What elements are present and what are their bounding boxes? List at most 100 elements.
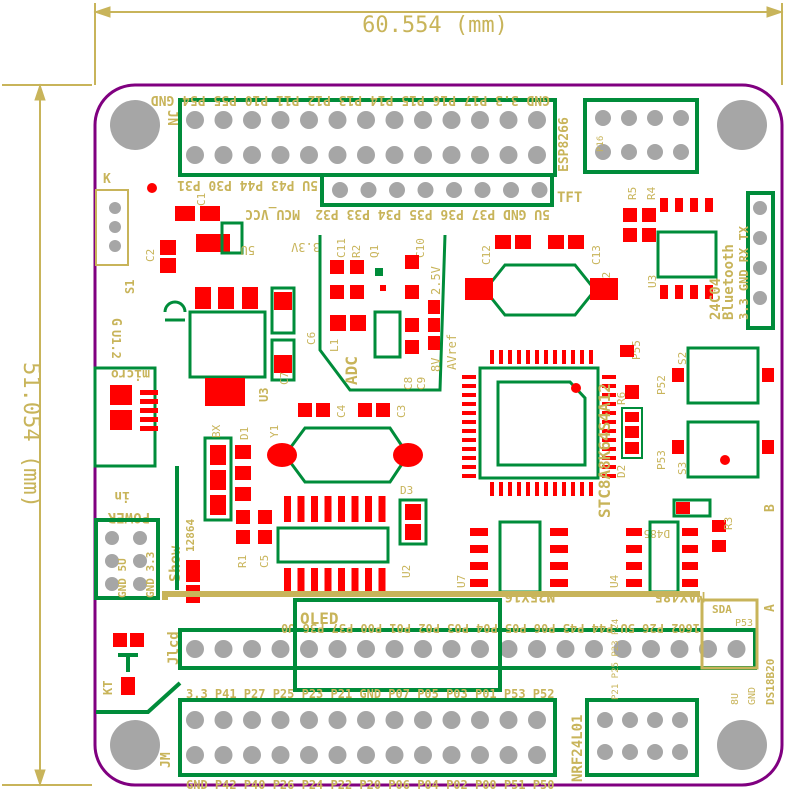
mcu-pad [602, 429, 616, 433]
label-aveef: AVref [445, 334, 459, 370]
label-v5: 5U [241, 243, 255, 257]
header-pin [528, 640, 546, 658]
mcu-pad [490, 350, 494, 364]
mount-hole-tr [717, 100, 767, 150]
label-s3: S3 [676, 462, 689, 475]
header-pin [595, 110, 611, 126]
label-oled: OLED [300, 609, 339, 628]
header-bluetooth [746, 191, 775, 330]
header-tft-row: 5U GND P37 P36 P35 P34 P33 P32 [315, 206, 550, 221]
header-pin [613, 640, 632, 658]
header-pin [642, 640, 660, 658]
label-u3b: U3 [646, 275, 659, 288]
eeprom-24c04 [656, 198, 718, 299]
u2-pad [338, 496, 345, 522]
header-pin [357, 746, 375, 764]
u2-pad [365, 568, 372, 594]
mcu-pad [544, 482, 548, 496]
switch-s2 [672, 346, 774, 405]
header-pin [332, 182, 348, 198]
header-pin [595, 144, 611, 160]
label-u7: U7 [455, 575, 468, 588]
header-pin [442, 711, 461, 729]
header-pin [271, 711, 290, 729]
header-pin [186, 746, 204, 764]
label-r6: R6 [615, 392, 628, 405]
u2-pad [284, 496, 291, 522]
mcu-pad [602, 438, 616, 442]
header-power [94, 518, 160, 600]
header-pin [417, 182, 434, 198]
mcu-pad [462, 411, 476, 415]
header-pin [673, 144, 689, 160]
header-pin [414, 146, 432, 164]
label-r3: R3 [722, 517, 735, 530]
header-pin [357, 146, 375, 164]
u2-pad [338, 568, 345, 594]
header-jm-top-row: 3.3 P41 P27 P25 P23 P21 GND P07 P05 P03 … [186, 687, 554, 701]
mcu-pad [562, 482, 566, 496]
u2-pad [297, 496, 305, 522]
mcu-pad [544, 350, 548, 364]
mcu-chip [462, 350, 616, 496]
mcu-pad [602, 465, 616, 469]
label-c11: C11 [335, 238, 348, 258]
dimension-width-label: 60.554 (mm) [362, 13, 508, 38]
u2-pad [324, 496, 332, 522]
label-p53b: P53 [655, 450, 668, 470]
header-pin [214, 746, 233, 764]
label-c8: C8 [402, 377, 415, 390]
label-c3: C3 [395, 405, 408, 418]
header-jn-top-row: GND 3.3 P17 P16 P15 P14 P13 P12 P11 P10 … [151, 92, 550, 107]
header-jlcd-row: 1602 P26 5U P44 P43 P06 P05 P04 P03 P02 … [281, 621, 700, 635]
label-u2: U2 [400, 565, 413, 578]
label-v25: 2.5V [429, 266, 443, 295]
mcu-pad [602, 474, 616, 478]
label-micro: micro [111, 366, 150, 381]
header-pin [556, 640, 575, 658]
header-pin [271, 746, 290, 764]
label-s1: S1 [123, 280, 137, 294]
label-v8: 8V [429, 358, 443, 372]
mcu-pad [602, 456, 616, 460]
header-pin [471, 640, 489, 658]
label-c2: C2 [144, 249, 157, 262]
header-pin [474, 182, 491, 198]
mcu-pad [589, 350, 593, 364]
header-pin [528, 746, 546, 764]
header-pin [414, 640, 432, 658]
regulator-u3 [188, 310, 267, 379]
mcu-pad [462, 393, 476, 397]
header-jlcd-name: Jlcd [166, 631, 182, 665]
mcu-pad [462, 384, 476, 388]
mcu-pad [553, 482, 557, 496]
ic-max485 [626, 520, 698, 594]
header-tft-name: TFT [557, 190, 582, 206]
mcu-pad [499, 482, 503, 496]
label-s2: S2 [676, 352, 689, 365]
header-esp8266 [583, 98, 699, 174]
mcu-pad [462, 447, 476, 451]
header-bluetooth-name: Bluetooth [721, 244, 737, 320]
header-pin [670, 640, 689, 658]
header-pin [385, 146, 404, 164]
mcu-pad [517, 482, 521, 496]
mcu-pad [602, 447, 616, 451]
label-kt: KT [101, 681, 115, 695]
mount-hole-bl [110, 720, 160, 770]
label-8u: 8U [730, 693, 741, 705]
header-pin [385, 111, 404, 129]
mcu-pad [490, 482, 494, 496]
label-c6: C6 [305, 332, 318, 345]
mcu-pad [462, 429, 476, 433]
header-pin [503, 182, 519, 198]
label-ds18b20: DS18B20 [764, 659, 777, 705]
header-pin [499, 640, 518, 658]
header-esp-sub: P16 [596, 136, 606, 152]
header-pin [214, 146, 233, 164]
header-pin [528, 111, 546, 129]
header-pin [471, 111, 489, 129]
header-pin [360, 182, 377, 198]
mcu-pad [571, 350, 575, 364]
